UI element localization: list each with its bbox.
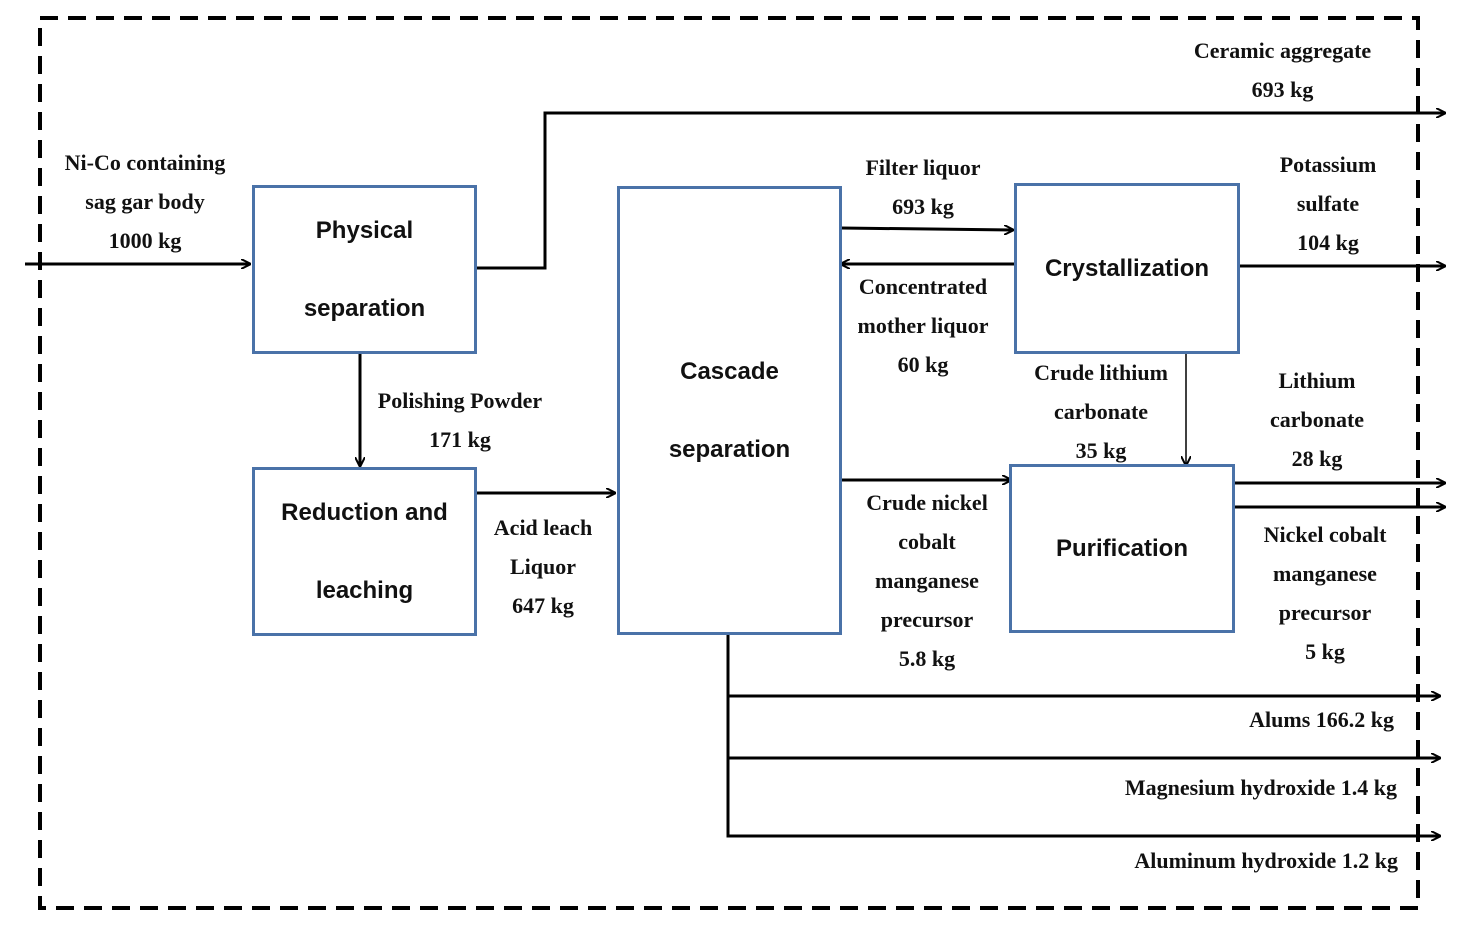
input-line-3: 1000 kg [108,228,182,253]
acid-leach-label: Acid leach Liquor 647 kg [480,508,606,625]
input-line-2: sag gar body [85,189,205,214]
reduction-line-1: Reduction and [281,498,448,526]
alums-text: Alums 166.2 kg [1249,707,1394,732]
aluminum-text: Aluminum hydroxide 1.2 kg [1134,848,1398,873]
arrow-ceramic [476,113,1445,270]
alums-label: Alums 166.2 kg [1100,700,1394,739]
concentrated-line-2: mother liquor [857,313,989,338]
reduction-line-2: leaching [315,576,414,604]
filter-liquor-line-1: Filter liquor [865,155,981,180]
crude-lithium-line-1: Crude lithium [1034,360,1168,385]
magnesium-text: Magnesium hydroxide 1.4 kg [1124,775,1397,800]
lithium-label: Lithium carbonate 28 kg [1242,361,1392,478]
crystallization-label: Crystallization [1044,254,1210,282]
crude-ncm-line-2: cobalt [898,529,956,554]
physical-separation-box: Physical separation [252,185,477,354]
crude-ncm-line-5: 5.8 kg [898,646,956,671]
acid-leach-line-2: Liquor [509,554,577,579]
aluminum-label: Aluminum hydroxide 1.2 kg [1000,841,1398,880]
input-line-1: Ni-Co containing [64,150,226,175]
input-label: Ni-Co containing sag gar body 1000 kg [45,143,245,260]
ceramic-line-1: Ceramic aggregate [1193,38,1372,63]
potassium-line-1: Potassium [1279,152,1377,177]
cascade-line-1: Cascade [680,357,779,385]
potassium-line-2: sulfate [1296,191,1360,216]
crude-ncm-line-4: precursor [880,607,974,632]
concentrated-line-1: Concentrated [858,274,988,299]
lithium-line-2: carbonate [1269,407,1365,432]
ceramic-label: Ceramic aggregate 693 kg [1170,31,1395,109]
cascade-line-2: separation [668,435,791,463]
lithium-line-3: 28 kg [1291,446,1343,471]
filter-liquor-line-2: 693 kg [892,194,954,219]
lithium-line-1: Lithium [1278,368,1356,393]
polishing-line-2: 171 kg [429,427,491,452]
ncm-line-1: Nickel cobalt [1263,522,1387,547]
acid-leach-line-1: Acid leach [493,515,593,540]
potassium-label: Potassium sulfate 104 kg [1245,145,1411,262]
crude-lithium-label: Crude lithium carbonate 35 kg [1015,353,1187,470]
crude-ncm-line-3: manganese [875,568,979,593]
ncm-label: Nickel cobalt manganese precursor 5 kg [1240,515,1410,671]
ncm-line-2: manganese [1273,561,1377,586]
physical-line-2: separation [303,294,426,322]
crude-lithium-line-2: carbonate [1053,399,1149,424]
system-boundary [38,16,1420,910]
crude-ncm-line-1: Crude nickel [866,490,988,515]
arrow-filter-liquor [840,228,1013,230]
cascade-separation-box: Cascade separation [617,186,842,635]
ncm-line-4: 5 kg [1305,639,1345,664]
crystallization-box: Crystallization [1014,183,1240,354]
crude-ncm-label: Crude nickel cobalt manganese precursor … [843,483,1011,678]
magnesium-label: Magnesium hydroxide 1.4 kg [1000,768,1397,807]
ceramic-line-2: 693 kg [1251,77,1314,102]
concentrated-line-3: 60 kg [897,352,949,377]
polishing-label: Polishing Powder 171 kg [360,381,560,459]
acid-leach-line-3: 647 kg [512,593,574,618]
purification-box: Purification [1009,464,1235,633]
concentrated-label: Concentrated mother liquor 60 kg [842,267,1004,384]
filter-liquor-label: Filter liquor 693 kg [843,148,1003,226]
ncm-line-3: precursor [1278,600,1372,625]
purification-label: Purification [1055,534,1188,562]
potassium-line-3: 104 kg [1297,230,1359,255]
arrow-aluminum [726,633,1440,836]
physical-line-1: Physical [315,216,414,244]
crude-lithium-line-3: 35 kg [1075,438,1127,463]
polishing-line-1: Polishing Powder [377,388,543,413]
reduction-leaching-box: Reduction and leaching [252,467,477,636]
